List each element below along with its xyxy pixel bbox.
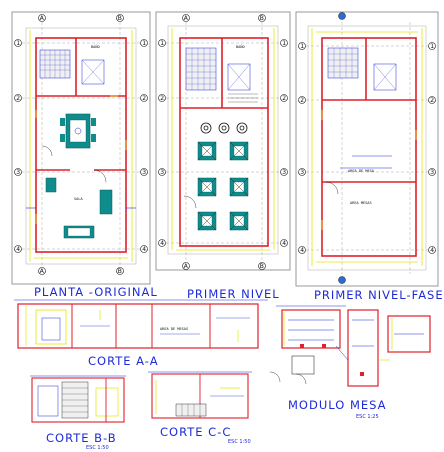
axis-label-a: A [40, 15, 45, 22]
axis-num-1-right: 1 [142, 40, 146, 47]
axis-label-a-2b: A [184, 263, 189, 270]
axis-label-b-bottom: B [118, 268, 122, 275]
axis-num-2-p2r: 2 [282, 95, 286, 102]
plan-frame-3 [295, 11, 439, 287]
plan-original: A B A B 1 2 3 4 1 2 3 4 [11, 11, 151, 285]
axis-num-2: 2 [16, 95, 20, 102]
plan-primer-nivel: A B A B 1 2 3 4 1 2 3 4 [155, 11, 291, 271]
axis-num-2-right: 2 [142, 95, 146, 102]
scale-corte-c-c: ESC 1:50 [228, 439, 251, 445]
plan-frame-2 [155, 11, 291, 271]
axis-num-2-p3: 2 [300, 97, 304, 104]
title-corte-c-c: CORTE C-C [160, 425, 231, 439]
axis-num-4-p2r: 4 [282, 240, 286, 247]
axis-num-3-p2r: 3 [282, 169, 286, 176]
room-label-area-mesa: AREA DE MESA [348, 169, 375, 173]
title-planta-original: PLANTA -ORIGINAL [34, 285, 158, 299]
axis-num-4: 4 [16, 246, 20, 253]
scale-modulo-mesa: ESC 1:25 [356, 414, 379, 420]
plan-fase-1: 1 2 3 4 1 2 3 4 [295, 11, 439, 287]
axis-label-b-2b: B [260, 263, 264, 270]
scale-corte-b-b: ESC 1:50 [86, 445, 109, 451]
section-b-b [30, 375, 126, 423]
plan-frame [11, 11, 151, 285]
axis-num-3: 3 [16, 169, 20, 176]
title-corte-b-b: CORTE B-B [46, 431, 117, 445]
axis-num-4-p2: 4 [160, 240, 164, 247]
room-label-sala: SALA [74, 197, 83, 201]
axis-num-1: 1 [16, 40, 20, 47]
axis-label-a-bottom: A [40, 268, 45, 275]
title-primer-nivel: PRIMER NIVEL [187, 287, 280, 301]
axis-label-a-2: A [184, 15, 189, 22]
room-label-bano-2: BAÑO [236, 44, 245, 49]
title-primer-nivel-fase: PRIMER NIVEL-FASE I [314, 288, 444, 302]
axis-num-2-p2: 2 [160, 95, 164, 102]
axis-label-b-2: B [260, 15, 264, 22]
section-a-a: AREA DE MESAS [14, 299, 268, 349]
axis-num-1-p3r: 1 [430, 43, 434, 50]
axis-num-1-p2: 1 [160, 40, 164, 47]
axis-num-1-p3: 1 [300, 43, 304, 50]
axis-num-3-right: 3 [142, 169, 146, 176]
axis-num-4-p3r: 4 [430, 247, 434, 254]
axis-label-b: B [118, 15, 122, 22]
axis-num-3-p2: 3 [160, 169, 164, 176]
axis-num-2-p3r: 2 [430, 97, 434, 104]
axis-num-1-p2r: 1 [282, 40, 286, 47]
title-modulo-mesa: MODULO MESA [288, 398, 387, 412]
room-label-area-mesas: AREA MESAS [350, 201, 372, 205]
room-label-bano-1: BAÑO [91, 44, 100, 49]
axis-num-3-p3: 3 [300, 169, 304, 176]
table-grid [197, 141, 249, 231]
axis-num-4-p3: 4 [300, 247, 304, 254]
section-c-c [148, 371, 252, 419]
title-corte-a-a: CORTE A-A [88, 354, 159, 368]
modulo-mesa [269, 305, 431, 387]
axis-num-3-p3r: 3 [430, 169, 434, 176]
section-note-area-mesas: AREA DE MESAS [160, 327, 188, 331]
axis-num-4-right: 4 [142, 246, 146, 253]
